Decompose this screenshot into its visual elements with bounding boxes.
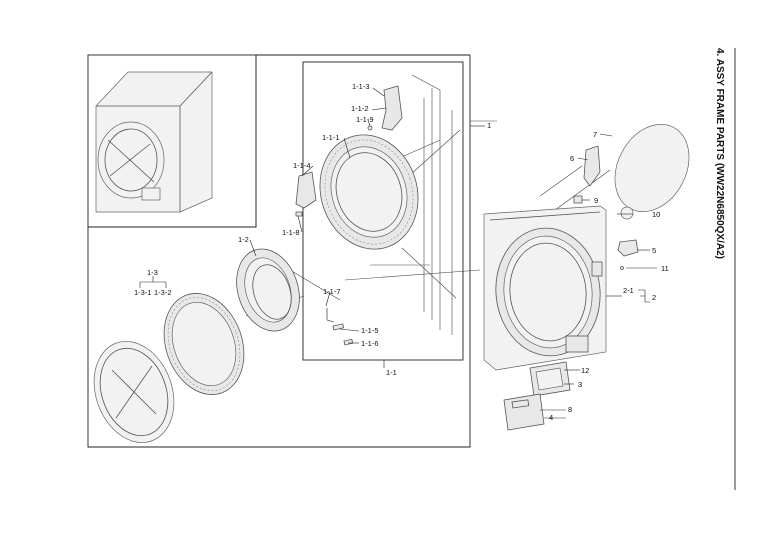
label-1-1-1: 1-1-1 [322,133,340,142]
label-11: 11 [661,264,669,273]
hinge-part [381,85,403,131]
label-1-3-1: 1-3-1 [134,288,152,297]
washer-thumbnail-inset [87,54,257,228]
label-1-1-2: 1-1-2 [351,104,369,113]
door-frame-subassembly-box [302,61,464,361]
service-cover-slot [511,399,530,409]
label-4: 4 [549,413,553,422]
door-glass-frame [236,248,300,332]
service-cover [503,393,545,431]
lock-bracket [583,145,601,187]
door-glass [93,341,175,443]
front-frame-panel [483,205,607,371]
label-1: 1 [487,121,491,130]
latch-part [295,171,317,209]
label-1-1-9: 1-1-9 [356,115,374,124]
filter-cover-inner [535,367,564,391]
label-1-2: 1-2 [238,235,249,244]
label-1-1-6: 1-1-6 [361,339,379,348]
label-3: 3 [578,380,582,389]
hook-cover [332,323,345,331]
label-1-1-7: 1-1-7 [323,287,341,296]
label-2: 2 [652,293,656,302]
label-12: 12 [581,366,589,375]
door-cover-ring [163,293,245,395]
label-10: 10 [652,210,660,219]
screw [620,266,624,270]
label-8: 8 [568,405,572,414]
door-frame-ring [319,134,419,250]
door-hook [326,308,335,323]
screw-small [367,125,373,131]
label-5: 5 [652,246,656,255]
latch-screw [295,211,303,217]
label-6: 6 [570,154,574,163]
small-clip [573,195,583,204]
label-7: 7 [593,130,597,139]
door-assembly-box [87,54,471,448]
label-1-3-2: 1-3-2 [154,288,172,297]
label-1-1: 1-1 [386,368,397,377]
label-9: 9 [594,196,598,205]
door-switch [617,239,639,257]
leader-lines [139,87,657,419]
hook-spring [343,338,354,346]
label-1-1-8: 1-1-8 [282,228,300,237]
section-title: 4. ASSY FRAME PARTS (WW22N6850QX/A2) [714,48,725,259]
label-1-1-5: 1-1-5 [361,326,379,335]
round-knob [620,206,634,220]
label-1-1-4: 1-1-4 [293,161,311,170]
label-1-3: 1-3 [147,268,158,277]
round-cover [614,124,690,212]
label-2-1: 2-1 [623,286,634,295]
label-1-1-3: 1-1-3 [352,82,370,91]
